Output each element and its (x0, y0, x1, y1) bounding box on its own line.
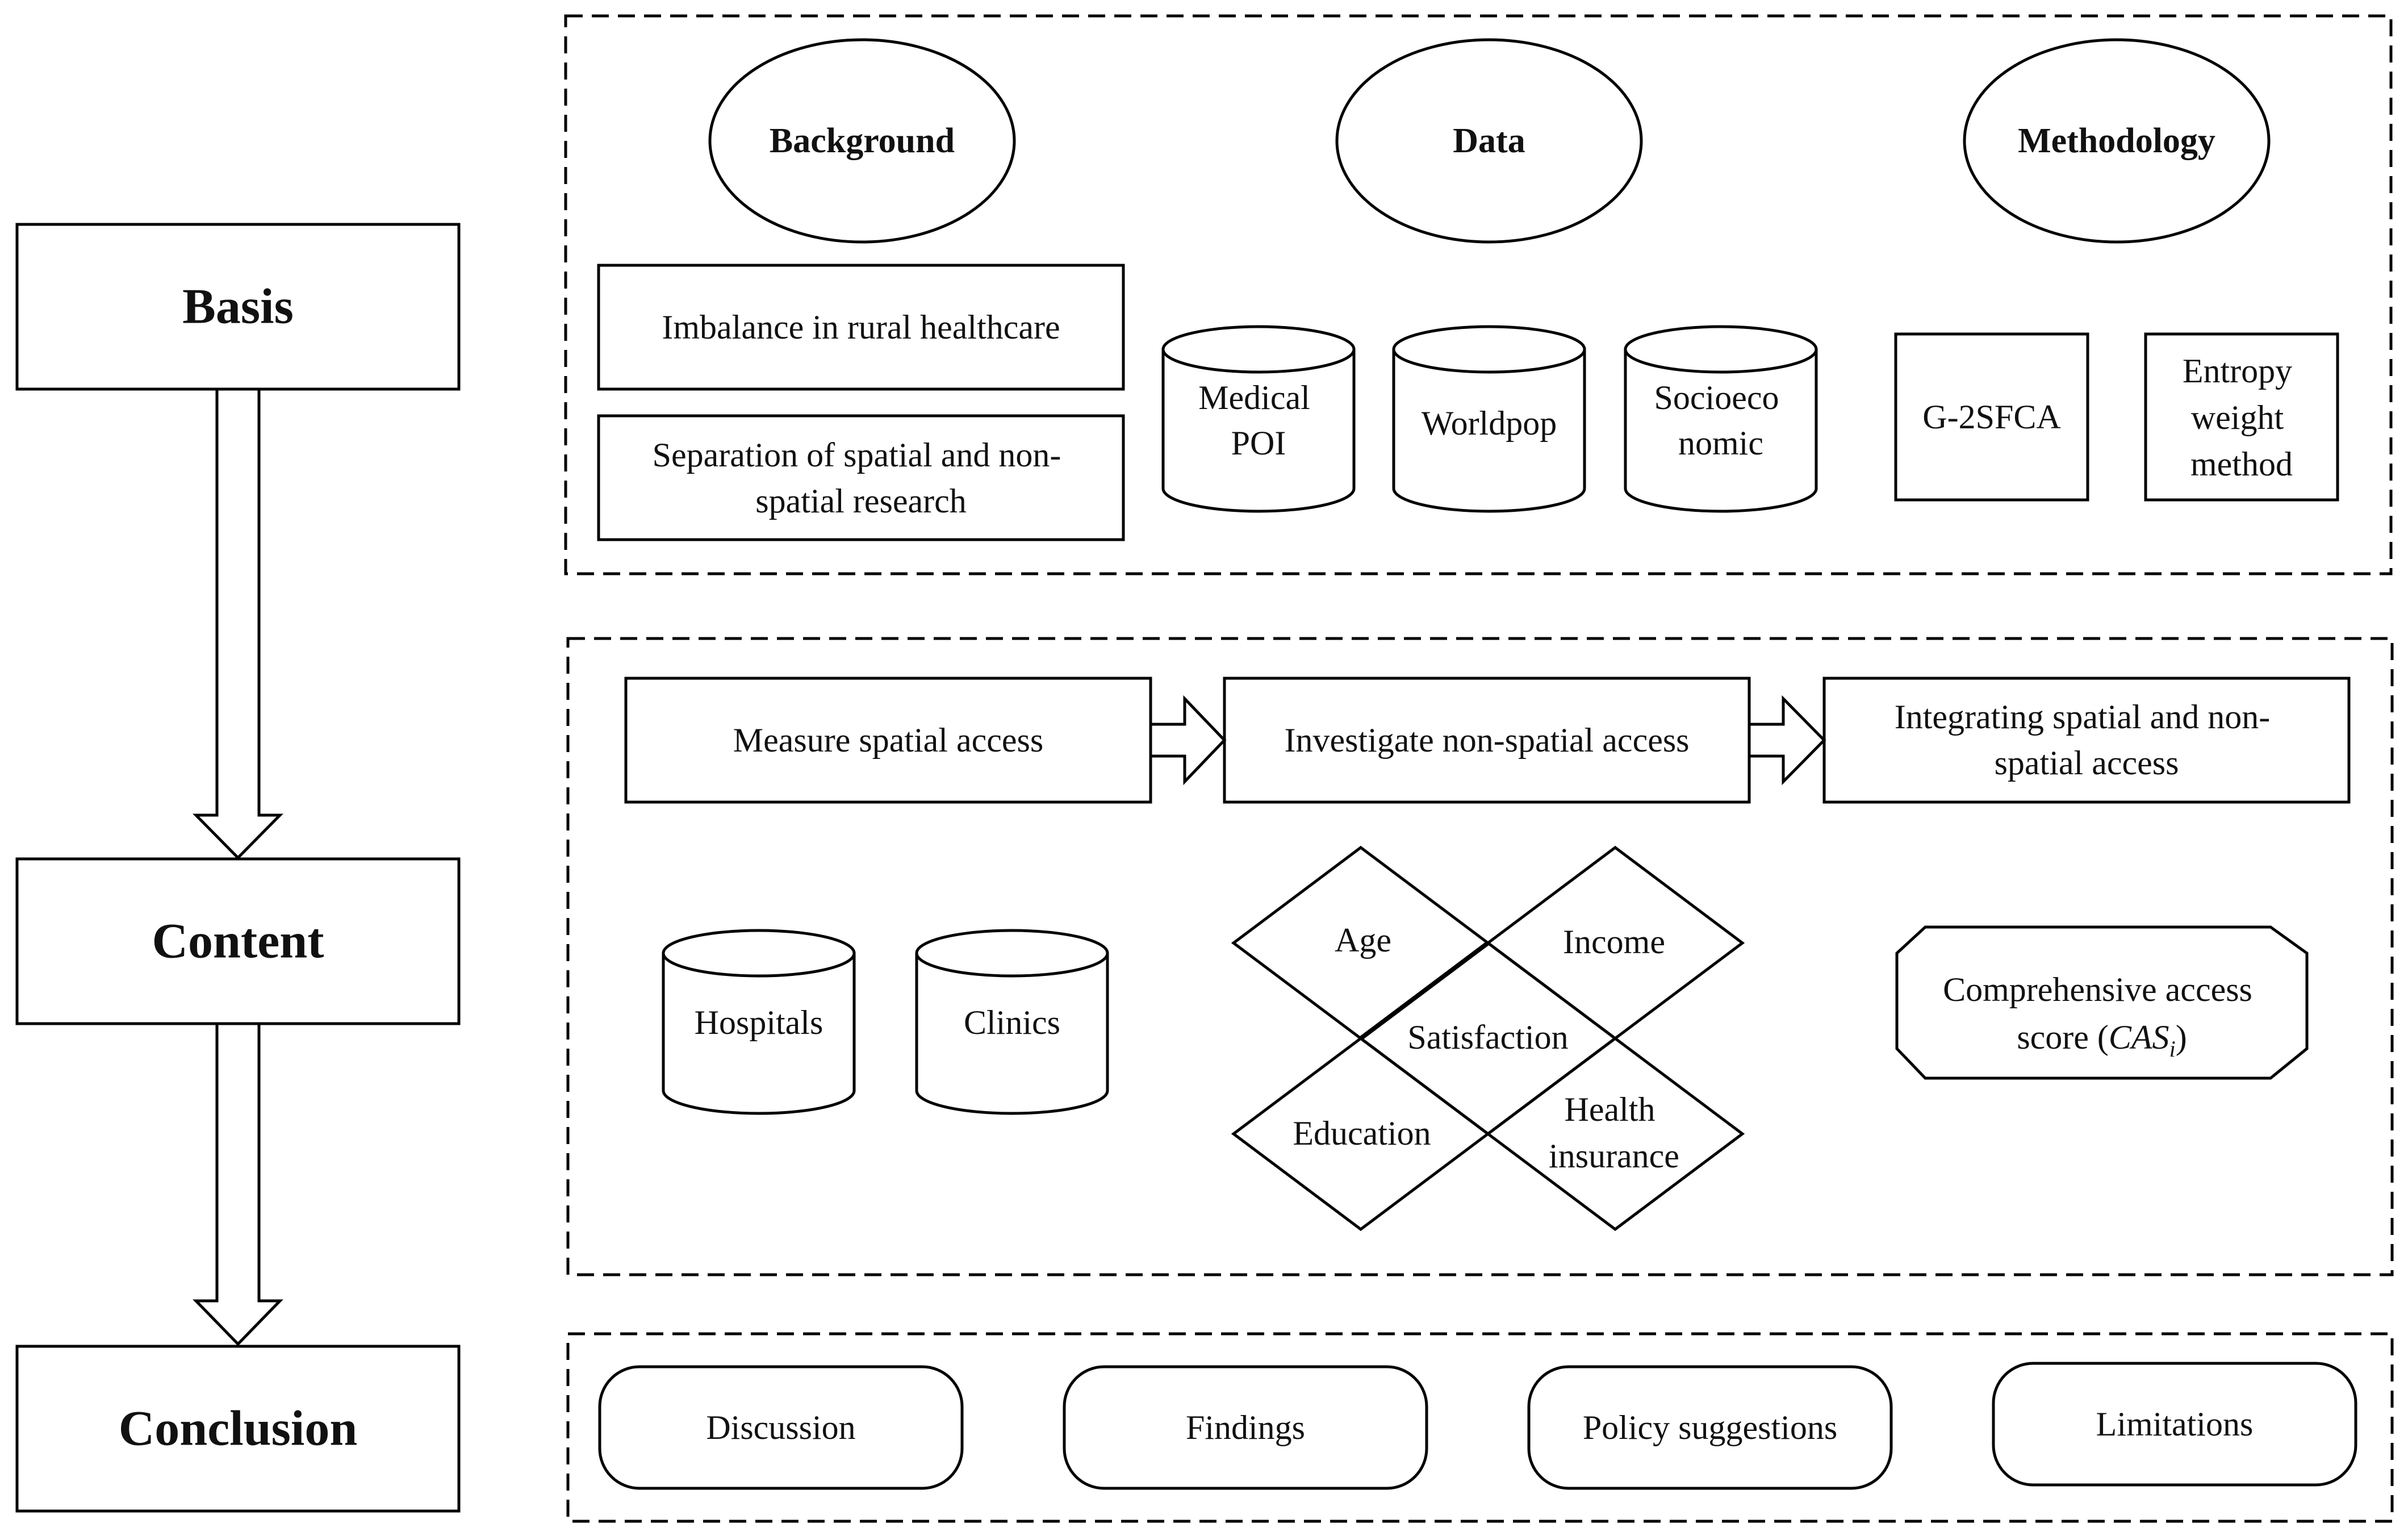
basis-to-content-arrow (193, 387, 283, 860)
methodology-heading-ellipse (1963, 38, 2271, 244)
method-item-box (1894, 332, 2089, 502)
factor-health-insurance: Health insurance (1549, 1091, 1679, 1175)
conclusion-section-frame (566, 1332, 2394, 1523)
facility-cylinder-clinics: Clinics (915, 929, 1109, 1115)
conclusion-item: Limitations (2096, 1405, 2254, 1443)
step-box (624, 677, 1152, 804)
basis-section-frame (564, 14, 2393, 575)
data-cylinder-socioeconomic: Socioeco nomic (1624, 325, 1818, 513)
conclusion-box (15, 1345, 461, 1513)
factor-education: Education (1293, 1115, 1431, 1152)
method-item-box (2144, 332, 2339, 502)
data-cylinder-medical-poi: Medical POI (1161, 325, 1356, 513)
methodology-heading: Methodology (2018, 122, 2215, 160)
score-octagon (1895, 925, 2309, 1080)
background-item: Imbalance in rural healthcare (662, 308, 1060, 346)
data-heading: Data (1453, 122, 1525, 160)
basis-label: Basis (182, 279, 294, 335)
data-item: Socioeco nomic (1654, 379, 1788, 462)
step-box (1223, 677, 1751, 804)
score-label: Comprehensive access score (CASi) (1943, 971, 2261, 1062)
conclusion-item: Findings (1186, 1409, 1305, 1446)
data-heading-ellipse (1335, 38, 1643, 244)
factor-diamond-health-insurance (1485, 1036, 1745, 1232)
background-item-box (597, 264, 1125, 391)
step-label: Integrating spatial and non- spatial acc… (1895, 698, 2279, 782)
conclusion-item-box (1527, 1365, 1893, 1490)
basis-box (15, 223, 461, 391)
facility-label: Hospitals (695, 1004, 823, 1041)
conclusion-item-box (1992, 1362, 2357, 1487)
facility-label: Clinics (964, 1004, 1060, 1041)
conclusion-item: Discussion (706, 1409, 855, 1446)
background-heading: Background (770, 122, 955, 160)
step-box (1822, 677, 2351, 804)
conclusion-item-box (598, 1365, 964, 1490)
step-arrow (1748, 695, 1826, 786)
data-item: Medical POI (1198, 379, 1319, 462)
factor-income: Income (1563, 923, 1665, 961)
conclusion-label: Conclusion (119, 1401, 358, 1456)
conclusion-item-box (1063, 1365, 1428, 1490)
data-item: Worldpop (1422, 404, 1557, 442)
factor-age: Age (1335, 921, 1391, 959)
data-cylinder-worldpop: Worldpop (1392, 325, 1586, 513)
content-section-frame (566, 637, 2394, 1276)
background-heading-ellipse (708, 38, 1016, 244)
factor-diamond-grid (1231, 845, 1745, 1232)
background-item: Separation of spatial and non- spatial r… (653, 436, 1070, 520)
conclusion-item: Policy suggestions (1583, 1409, 1837, 1446)
step-arrow (1149, 695, 1227, 786)
facility-cylinder-hospitals: Hospitals (662, 929, 856, 1115)
step-label: Measure spatial access (733, 721, 1043, 759)
factor-satisfaction: Satisfaction (1407, 1019, 1568, 1056)
content-to-conclusion-arrow (193, 1022, 283, 1346)
background-item-box (597, 414, 1125, 541)
content-label: Content (152, 914, 324, 969)
method-item: Entropy weight method (2183, 352, 2301, 483)
method-item: G-2SFCA (1922, 398, 2060, 436)
step-label: Investigate non-spatial access (1284, 721, 1689, 759)
content-box (15, 857, 461, 1025)
